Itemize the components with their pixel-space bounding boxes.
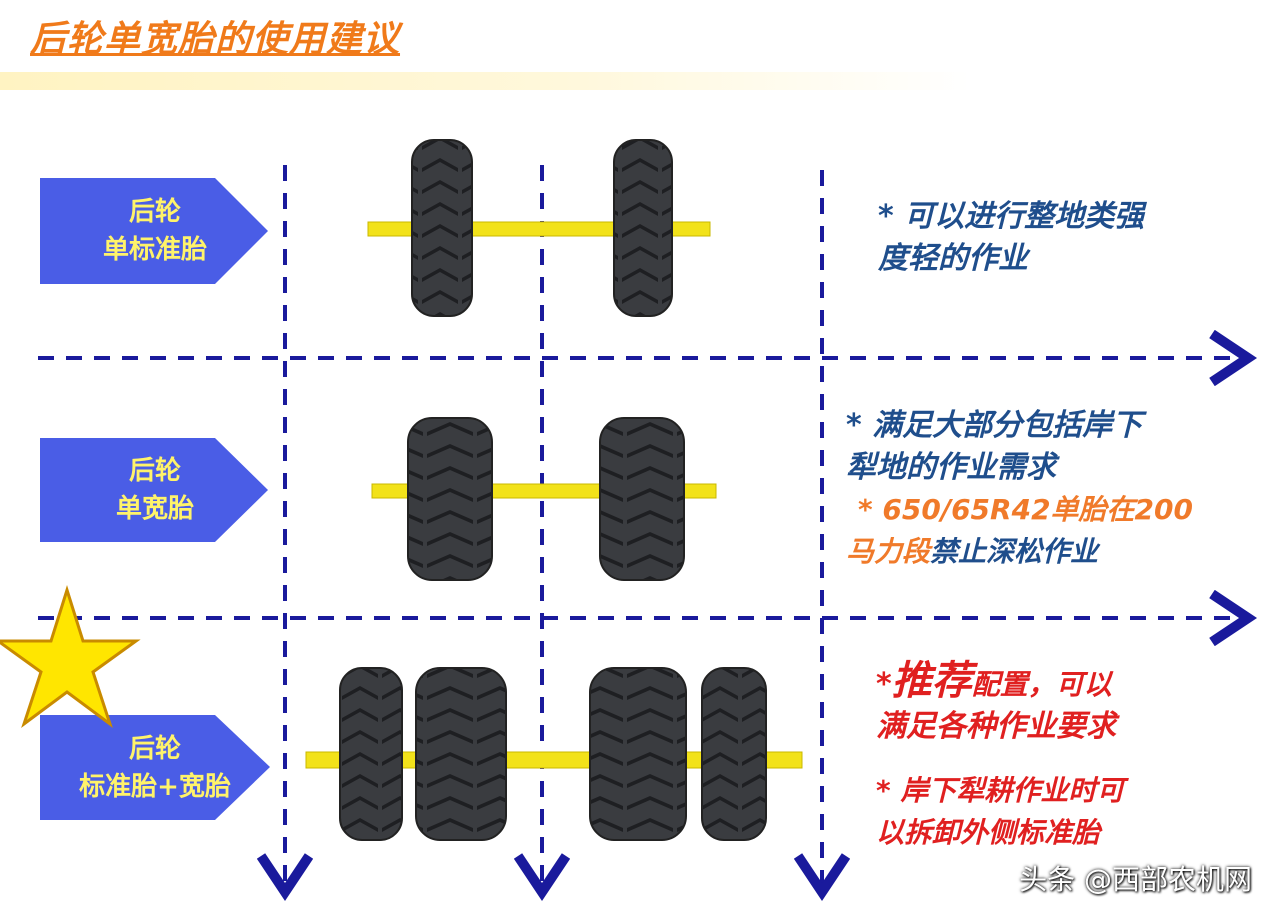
row3-note-star: * [876, 667, 892, 702]
row2-note: * 满足大部分包括岸下 犁地的作业需求 * 650/65R42单胎在200 马力… [846, 405, 1193, 573]
row2-note-line4-blue: 禁止深松作业 [930, 535, 1099, 568]
row3-axle-assembly [305, 667, 803, 841]
row3-note-line1: *推荐配置，可以 [876, 660, 1124, 706]
row-label-arrows [40, 178, 270, 820]
row1-label: 后轮 单标准胎 [40, 193, 270, 269]
tire [407, 417, 493, 581]
tire [613, 139, 673, 317]
row2-axle-assembly [371, 417, 717, 581]
page-title: 后轮单宽胎的使用建议 [30, 19, 401, 60]
tire [415, 667, 507, 841]
row2-label-arrow [40, 438, 268, 542]
row2-label-line2: 单宽胎 [115, 494, 194, 524]
row2-note-line4: 马力段禁止深松作业 [846, 531, 1193, 573]
row3-note-line4: 以拆卸外侧标准胎 [876, 816, 1101, 849]
row1-note: * 可以进行整地类强 度轻的作业 [878, 196, 1144, 280]
row2-note-line1: * 满足大部分包括岸下 [846, 408, 1143, 443]
tire [411, 139, 473, 317]
row1-note-line2: 度轻的作业 [878, 241, 1028, 276]
row3-label-line1: 后轮 [128, 734, 181, 764]
row3-note-line1-rest: 配置，可以 [971, 668, 1112, 701]
row2-label: 后轮 单宽胎 [40, 452, 270, 528]
title-underline-bar [0, 72, 970, 90]
row1-axle-assembly [367, 139, 711, 317]
row2-note-line3: * 650/65R42单胎在200 [858, 493, 1194, 526]
watermark: 头条 @西部农机网 [1019, 863, 1252, 896]
horizontal-dashed-separators [38, 358, 1244, 618]
row2-note-line2: 犁地的作业需求 [846, 450, 1056, 485]
row1-label-arrow [40, 178, 268, 284]
tire [701, 667, 767, 841]
row3-label-arrow [40, 715, 270, 820]
row3-label-line2: 标准胎+宽胎 [79, 772, 231, 802]
tire [599, 417, 685, 581]
row3-note-line3: * 岸下犁耕作业时可 [876, 774, 1125, 807]
row2-note-line4-orange: 马力段 [846, 535, 931, 568]
row2-label-line1: 后轮 [128, 456, 181, 486]
row3-note: *推荐配置，可以 满足各种作业要求 * 岸下犁耕作业时可 以拆卸外侧标准胎 [876, 660, 1124, 854]
recommended-star-icon [0, 584, 141, 729]
row3-note-emphasis: 推荐 [891, 658, 972, 704]
row1-note-line1: * 可以进行整地类强 [878, 199, 1145, 234]
row3-note-line2: 满足各种作业要求 [876, 709, 1116, 744]
row1-label-line1: 后轮 [128, 197, 181, 227]
tire [339, 667, 403, 841]
row1-label-line2: 单标准胎 [102, 235, 207, 265]
tire [589, 667, 687, 841]
row3-label: 后轮 标准胎+宽胎 [40, 730, 270, 806]
